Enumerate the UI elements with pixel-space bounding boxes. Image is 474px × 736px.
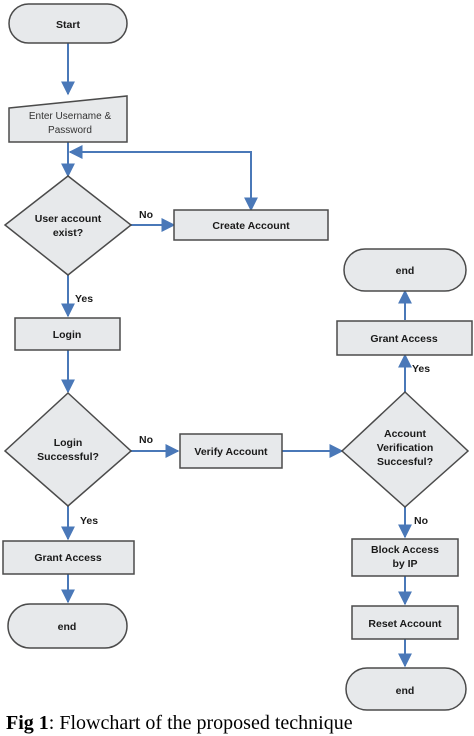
user-account-exist-label-line1: User account [35, 213, 102, 225]
login-successful-label-line2: Successful? [37, 451, 99, 463]
edge-label-no-login: No [139, 434, 153, 446]
end-bottom-right-label: end [396, 685, 415, 697]
block-access-box-shape [351, 538, 459, 577]
start-label: Start [56, 19, 80, 31]
figure-caption-label: Fig 1 [6, 712, 49, 734]
end-top-right-label: end [396, 265, 415, 277]
figure-caption: Fig 1: Flowchart of the proposed techniq… [6, 712, 474, 736]
grant-access-left-label: Grant Access [34, 552, 101, 564]
edge-labels: No Yes No Yes Yes No [75, 209, 430, 527]
grant-access-right-box-shape [336, 320, 473, 356]
login-successful-label-line1: Login [54, 437, 83, 449]
start-terminal-shape [8, 3, 128, 44]
reset-account-box-shape [351, 605, 459, 640]
end-top-right-terminal-shape [343, 248, 467, 292]
grant-access-right-label: Grant Access [370, 333, 437, 345]
create-account-box-shape [173, 209, 329, 241]
login-label: Login [53, 329, 82, 341]
edge-label-no-verify: No [414, 515, 428, 527]
input-parallelogram-shape [8, 95, 128, 143]
verification-label-line1: Account [384, 428, 427, 440]
verification-label-line3: Succesful? [377, 456, 433, 468]
enter-credentials-label-line1: Enter Username & [29, 111, 112, 122]
flowchart: Start Enter Username & Password User acc… [2, 3, 473, 711]
block-access-label-line2: by IP [392, 558, 417, 570]
grant-access-left-box-shape [2, 540, 135, 575]
edge-label-yes-login: Yes [80, 515, 98, 527]
login-decision-shape [3, 391, 133, 507]
user-account-decision-shape [3, 175, 133, 276]
create-account-label: Create Account [212, 220, 290, 232]
edges [61, 43, 412, 668]
login-box-shape [14, 317, 121, 351]
reset-account-label: Reset Account [368, 618, 442, 630]
verification-label-line2: Verification [377, 442, 434, 454]
edge-label-yes-verify: Yes [412, 363, 430, 375]
verification-decision-shape [340, 390, 470, 509]
edge-label-no-user: No [139, 209, 153, 221]
enter-credentials-label-line2: Password [48, 125, 92, 136]
edge-label-yes-user: Yes [75, 293, 93, 305]
user-account-exist-label-line2: exist? [53, 227, 83, 239]
nodes [2, 3, 473, 711]
block-access-label-line1: Block Access [371, 544, 439, 556]
node-labels: Start Enter Username & Password User acc… [29, 19, 442, 697]
end-left-terminal-shape [7, 603, 128, 649]
end-bottom-right-terminal-shape [345, 667, 467, 711]
edge-create-loop-back [68, 145, 258, 212]
end-left-label: end [58, 621, 77, 633]
verify-account-label: Verify Account [194, 446, 268, 458]
figure-caption-text: : Flowchart of the proposed technique [48, 712, 353, 734]
verify-account-box-shape [179, 433, 283, 469]
